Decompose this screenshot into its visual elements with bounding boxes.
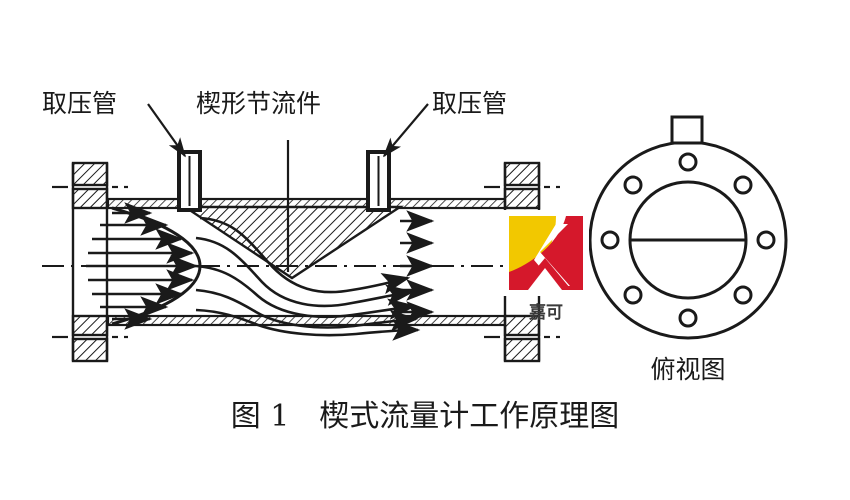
right-flange-bottom-lower-block	[503, 337, 541, 363]
bolt-hole-2	[733, 175, 753, 195]
streamline-1	[199, 216, 411, 295]
logo-k-notch	[528, 268, 562, 290]
right-flange-upper-block	[503, 161, 541, 187]
label-wedge-element: 楔形节流件	[196, 89, 321, 118]
streamlines	[195, 216, 421, 341]
right-flange-lower-block	[503, 187, 541, 210]
wedge-body	[181, 205, 405, 280]
bolt-hole-5	[678, 308, 698, 328]
flange-bolt-holes	[600, 152, 776, 328]
bolt-hole-1	[678, 152, 698, 172]
brand-text: 嘉可	[528, 302, 563, 323]
streamline-2	[195, 236, 415, 308]
bolt-hole-7	[600, 230, 620, 250]
logo-red-shape	[509, 216, 583, 290]
top-view-flange	[588, 115, 788, 340]
pipe-wall-bottom	[106, 314, 508, 327]
bolt-hole-4	[733, 285, 753, 305]
label-top-view: 俯视图	[650, 355, 725, 384]
streamline-3	[195, 264, 417, 320]
left-flange-bottom-upper-block	[71, 314, 109, 337]
bolt-hole-6	[623, 285, 643, 305]
leader-pressure-tap-left	[147, 103, 186, 158]
right-flange	[484, 161, 560, 363]
bolt-hole-8	[623, 175, 643, 195]
outlet-flow-arrows	[400, 210, 435, 323]
left-flange-upper-block	[71, 161, 109, 187]
right-flange-bolt-axes	[484, 185, 560, 339]
bolt-hole-3	[756, 230, 776, 250]
left-flange	[52, 161, 128, 363]
streamline-5	[195, 308, 421, 341]
brand-mark	[503, 210, 589, 296]
sectional-view	[42, 103, 560, 363]
left-flange-lower-block	[71, 187, 109, 210]
left-flange-bottom-lower-block	[71, 337, 109, 363]
leader-pressure-tap-right	[382, 103, 429, 158]
pressure-tap-right-tube	[366, 150, 391, 212]
label-pressure-tap-right: 取压管	[432, 89, 507, 118]
label-pressure-tap-left: 取压管	[42, 89, 117, 118]
wedge-restrictor	[181, 205, 405, 280]
leader-lines	[147, 103, 429, 272]
brand-watermark: 嘉可	[503, 210, 589, 323]
inlet-flow-arrows	[86, 202, 199, 330]
left-flange-bolt-axes	[52, 185, 128, 339]
streamline-4	[195, 288, 419, 332]
pressure-tap-left-tube	[177, 150, 202, 212]
figure-caption: 图 1 楔式流量计工作原理图	[231, 399, 620, 434]
flange-top-tap-nub	[670, 115, 704, 145]
